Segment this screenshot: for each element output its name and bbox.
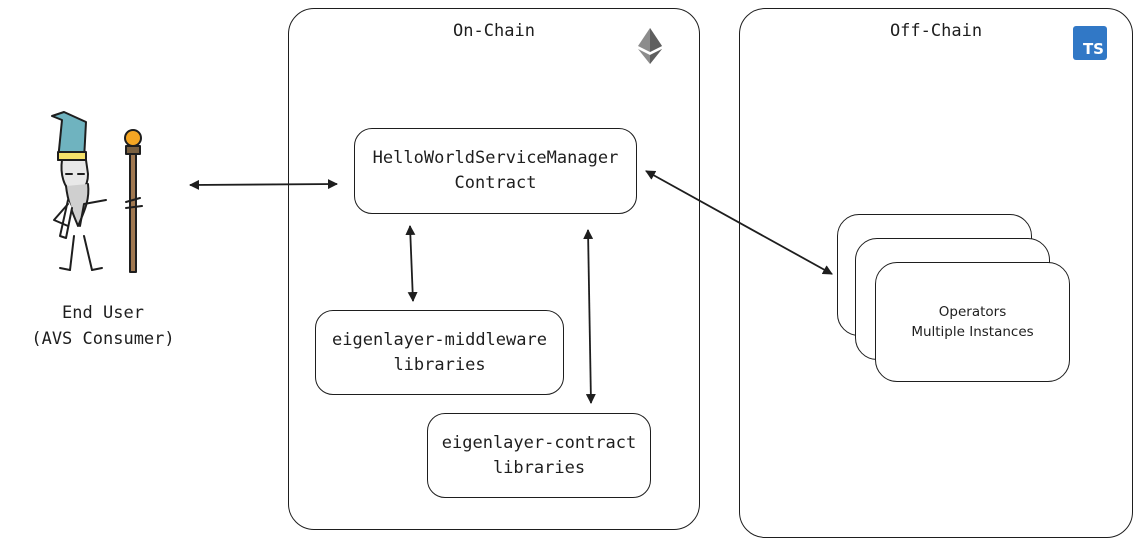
operators-line2: Multiple Instances	[911, 324, 1034, 340]
operators-line1: Operators	[938, 304, 1007, 320]
end-user-label: End User (AVS Consumer)	[18, 300, 188, 352]
typescript-icon: TS	[1073, 26, 1107, 60]
typescript-icon-label: TS	[1082, 40, 1104, 58]
on-chain-title: On-Chain	[453, 21, 535, 41]
service-manager-line1: HelloWorldServiceManager	[372, 148, 619, 168]
contract-libs-line2: libraries	[492, 457, 586, 478]
middleware-node[interactable]: eigenlayer-middleware libraries	[315, 310, 564, 395]
ethereum-icon	[638, 28, 662, 64]
service-manager-node[interactable]: HelloWorldServiceManager Contract	[354, 128, 637, 214]
contract-libs-line1: eigenlayer-contract	[441, 432, 637, 453]
end-user-line2: (AVS Consumer)	[31, 329, 175, 349]
end-user-line1: End User	[62, 303, 144, 323]
operators-node[interactable]: Operators Multiple Instances	[875, 262, 1070, 382]
off-chain-title: Off-Chain	[889, 21, 983, 41]
middleware-line2: libraries	[393, 354, 486, 375]
arrow-user-service-manager	[189, 179, 338, 190]
service-manager-line2: Contract	[454, 173, 537, 193]
middleware-line1: eigenlayer-middleware	[332, 329, 547, 350]
wizard-avatar-icon	[51, 111, 143, 273]
contract-libs-node[interactable]: eigenlayer-contract libraries	[427, 413, 651, 498]
arrow-service-manager-contract-libs	[583, 229, 596, 404]
arrow-service-manager-operators	[645, 170, 833, 275]
arrow-service-manager-middleware	[405, 225, 418, 302]
